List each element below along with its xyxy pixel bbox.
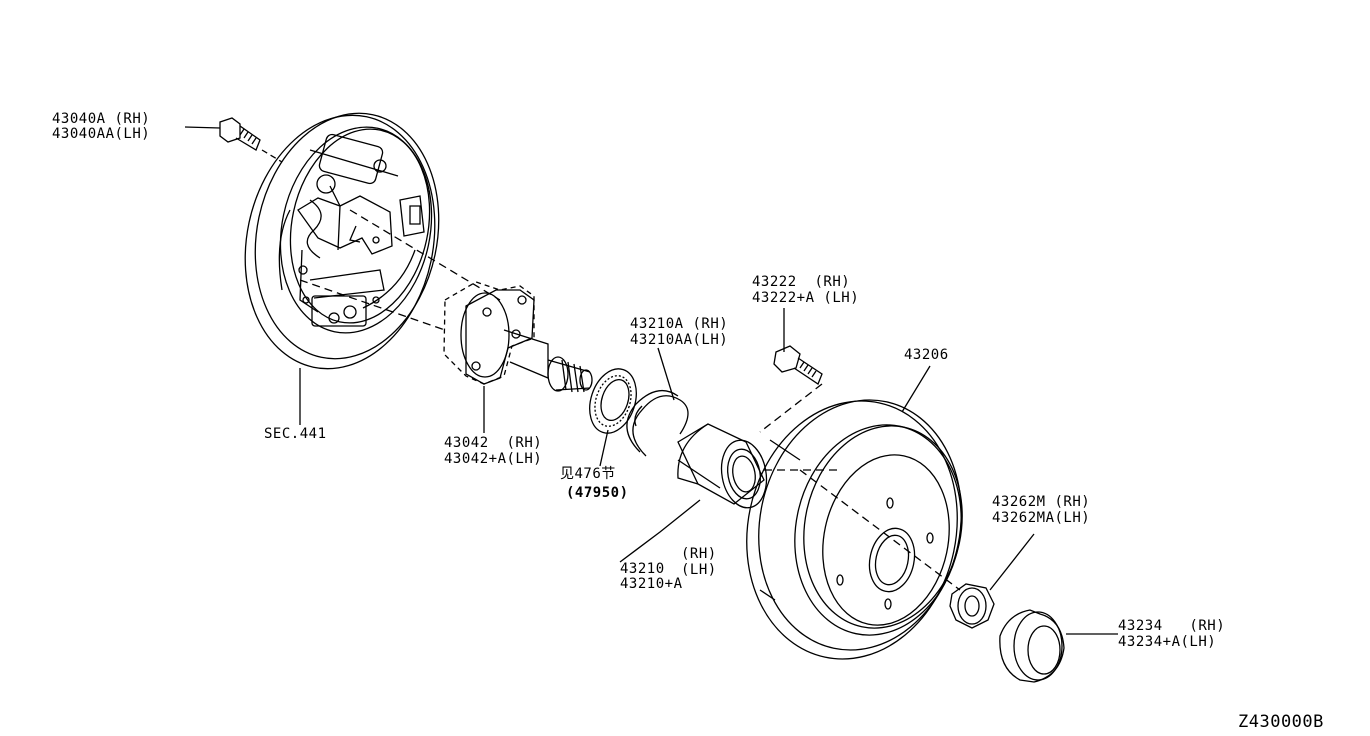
- label-cap-rh: 43234 (RH): [1118, 618, 1226, 634]
- label-sensor-a: 见476节: [560, 466, 616, 482]
- label-bolt-lh: 43040AA(LH): [52, 126, 151, 142]
- sensor-rotor-ring[interactable]: [582, 363, 644, 439]
- hub-lock-nut[interactable]: [950, 584, 994, 628]
- axle-spindle[interactable]: [444, 282, 592, 392]
- label-sec: SEC.441: [264, 426, 327, 442]
- snap-ring[interactable]: [627, 391, 688, 456]
- label-bearing-b: 43210+A: [620, 576, 683, 592]
- label-spindle-lh: 43042+A(LH): [444, 451, 543, 467]
- leader-sensor: [600, 430, 608, 466]
- label-cap-lh: 43234+A(LH): [1118, 634, 1217, 650]
- backing-plate-bolt[interactable]: [220, 118, 260, 150]
- leader-nut: [990, 534, 1034, 590]
- label-bearing-lh: (LH): [681, 562, 717, 578]
- grease-cap[interactable]: [1000, 610, 1064, 682]
- leader-bolt: [185, 127, 220, 128]
- wheel-bearing[interactable]: [678, 424, 772, 511]
- brake-backing-plate[interactable]: [222, 96, 460, 387]
- label-bearing-rh: (RH): [681, 546, 717, 562]
- leader-bearing: [620, 500, 700, 562]
- label-nut-rh: 43262M (RH): [992, 494, 1091, 510]
- label-bearing-a: 43210: [620, 561, 665, 577]
- leader-snap: [658, 348, 674, 400]
- label-sensor-b: (47950): [566, 485, 629, 501]
- label-bolt-rh: 43040A (RH): [52, 111, 151, 127]
- label-stud-rh: 43222 (RH): [752, 274, 851, 290]
- label-spindle-rh: 43042 (RH): [444, 435, 543, 451]
- label-snap-lh: 43210AA(LH): [630, 332, 729, 348]
- label-nut-lh: 43262MA(LH): [992, 510, 1091, 526]
- hub-bolt-stud[interactable]: [774, 346, 822, 384]
- brake-drum[interactable]: [723, 381, 984, 679]
- label-drum: 43206: [904, 347, 949, 363]
- label-snap-rh: 43210A (RH): [630, 316, 729, 332]
- leader-drum: [902, 366, 930, 412]
- diagram-id: Z430000B: [1238, 712, 1324, 732]
- label-stud-lh: 43222+A (LH): [752, 290, 860, 306]
